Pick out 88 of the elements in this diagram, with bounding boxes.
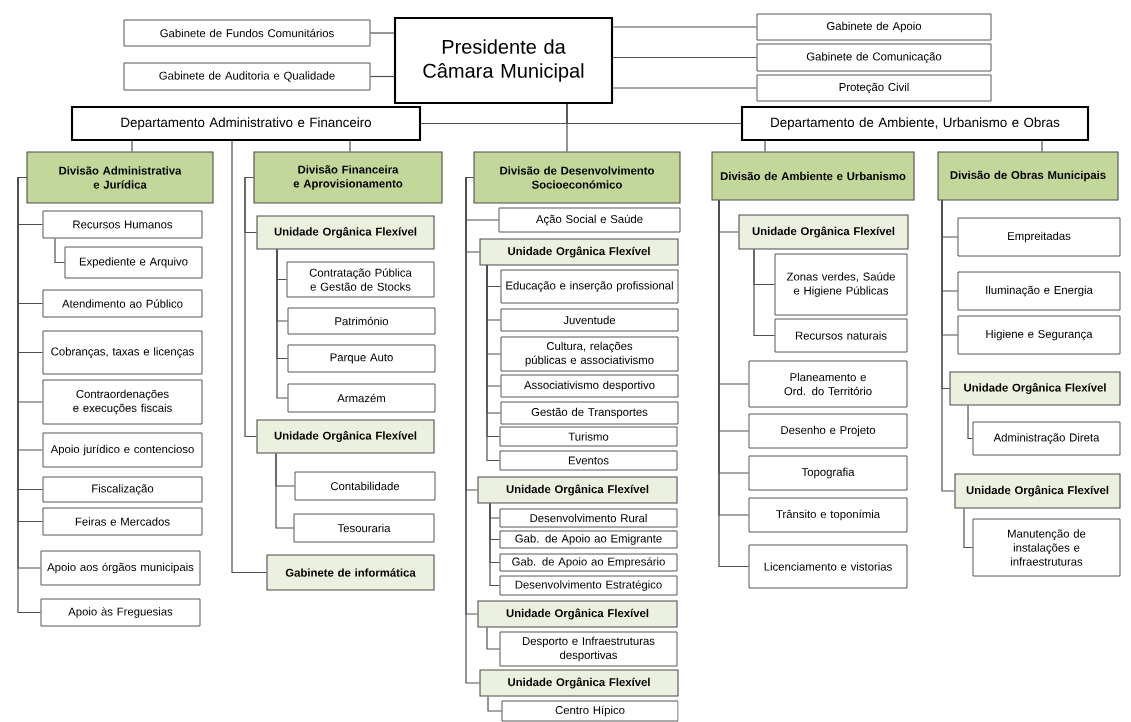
org-unit-box: Desenvolvimento Rural — [499, 508, 678, 528]
org-unit-box: Atendimento ao Público — [42, 289, 203, 318]
org-unit-box: Gabinete de Fundos Comunitários — [123, 19, 371, 47]
connector-line — [753, 248, 776, 337]
connector-line — [487, 695, 503, 712]
division-box: Divisão Financeira e Aprovisionamento — [253, 151, 443, 204]
connector-line — [612, 26, 758, 28]
org-unit-box: Apoio às Freguesias — [40, 598, 201, 627]
connector-line — [275, 452, 295, 529]
department-box: Departamento Administrativo e Financeiro — [70, 105, 422, 142]
org-unit-box: Iluminação e Energia — [957, 271, 1121, 311]
connector-line — [349, 140, 351, 153]
org-unit-box: Administração Direta — [972, 421, 1121, 456]
org-unit-box: Manutenção de instalações e infraestruturas — [972, 518, 1121, 577]
org-unit-box: Apoio jurídico e contencioso — [42, 432, 203, 468]
org-unit-box: Proteção Civil — [756, 74, 992, 102]
org-unit-box: Desenvolvimento Estratégico — [499, 575, 678, 596]
org-unit-box: Turismo — [499, 426, 678, 447]
org-unit-box: Contratação Pública e Gestão de Stocks — [286, 261, 435, 298]
connector-line — [612, 87, 758, 89]
org-unit-box: Planeamento e Ord. do Território — [748, 360, 908, 408]
unit-box: Unidade Orgânica Flexível — [256, 215, 435, 250]
head-box: Presidente da Câmara Municipal — [393, 16, 614, 105]
org-unit-box: Gab. de Apoio ao Emigrante — [499, 530, 678, 549]
unit-box: Unidade Orgânica Flexível — [479, 669, 679, 697]
org-unit-box: Trânsito e toponímia — [748, 497, 908, 533]
connector-line — [1041, 140, 1043, 153]
unit-box: Unidade Orgânica Flexível — [477, 476, 678, 504]
org-unit-box: Topografia — [748, 455, 908, 491]
connector-line — [489, 502, 501, 587]
org-unit-box: Associativismo desportivo — [500, 374, 679, 398]
org-unit-box: Contraordenações e execuções fiscais — [42, 379, 203, 425]
org-unit-box: Higiene e Segurança — [957, 315, 1121, 355]
connector-line — [764, 140, 766, 153]
connector-line — [369, 75, 395, 78]
org-unit-box: Gestão de Transportes — [500, 401, 679, 425]
org-unit-box: Apoio aos órgãos municipais — [40, 550, 201, 586]
org-unit-box: Ação Social e Saúde — [498, 207, 681, 233]
org-unit-box: Gabinete de Auditoria e Qualidade — [123, 62, 371, 91]
unit-box: Gabinete de informática — [266, 554, 435, 591]
org-unit-box: Gabinete de Comunicação — [756, 43, 992, 72]
org-unit-box: Tesouraria — [293, 513, 435, 543]
org-unit-box: Feiras e Mercados — [42, 507, 203, 536]
unit-box: Unidade Orgânica Flexível — [738, 214, 909, 250]
org-unit-box: Licenciamento e vistorias — [748, 544, 908, 589]
connector-line — [244, 176, 258, 438]
connector-line — [276, 248, 289, 399]
connector-line — [566, 103, 568, 153]
connector-line — [941, 199, 956, 492]
department-box: Departamento de Ambiente, Urbanismo e Obras — [740, 105, 1090, 142]
org-unit-box: Património — [287, 307, 436, 335]
unit-box: Unidade Orgânica Flexível — [949, 371, 1121, 406]
division-box: Divisão de Ambiente e Urbanismo — [711, 151, 915, 201]
org-unit-box: Gabinete de Apoio — [756, 13, 992, 41]
unit-box: Unidade Orgânica Flexível — [477, 600, 678, 628]
org-unit-box: Armazém — [287, 383, 436, 413]
connector-line — [231, 140, 268, 574]
org-unit-box: Empreitadas — [957, 217, 1121, 257]
org-unit-box: Zonas verdes, Saúde e Higiene Públicas — [774, 253, 908, 316]
unit-box: Unidade Orgânica Flexível — [479, 238, 679, 266]
org-unit-box: Parque Auto — [287, 344, 436, 373]
unit-box: Unidade Orgânica Flexível — [256, 419, 435, 454]
division-box: Divisão Administrativa e Jurídica — [26, 151, 214, 204]
org-unit-box: Educação e inserção profissional — [500, 269, 679, 304]
org-unit-box: Centro Hípico — [501, 700, 679, 722]
division-box: Divisão de Desenvolvimento Socioeconómico — [473, 151, 681, 204]
connector-line — [54, 237, 66, 264]
org-unit-box: Desenho e Projeto — [748, 413, 908, 449]
org-unit-box: Recursos naturais — [774, 318, 908, 353]
connector-line — [486, 626, 501, 650]
connector-line — [612, 56, 758, 59]
org-unit-box: Expediente e Arquivo — [64, 246, 203, 279]
org-unit-box: Cultura, relações públicas e associativismo — [500, 336, 679, 372]
org-unit-box: Fiscalização — [42, 476, 203, 503]
unit-box: Unidade Orgânica Flexível — [954, 473, 1121, 509]
org-unit-box: Recursos Humanos — [42, 210, 203, 239]
division-box: Divisão de Obras Municipais — [937, 151, 1119, 201]
org-unit-box: Cobranças, taxas e licenças — [42, 330, 203, 375]
org-unit-box: Gab. de Apoio ao Empresário — [499, 553, 678, 572]
org-unit-box: Desporto e Infraestruturas desportivas — [499, 631, 678, 667]
connector-line — [967, 404, 974, 440]
org-unit-box: Eventos — [499, 450, 678, 471]
connector-line — [131, 140, 133, 153]
org-unit-box: Contabilidade — [294, 471, 436, 501]
connector-line — [465, 176, 481, 684]
org-unit-box: Juventude — [500, 308, 679, 332]
connector-line — [963, 507, 974, 549]
connector-line — [369, 32, 395, 34]
